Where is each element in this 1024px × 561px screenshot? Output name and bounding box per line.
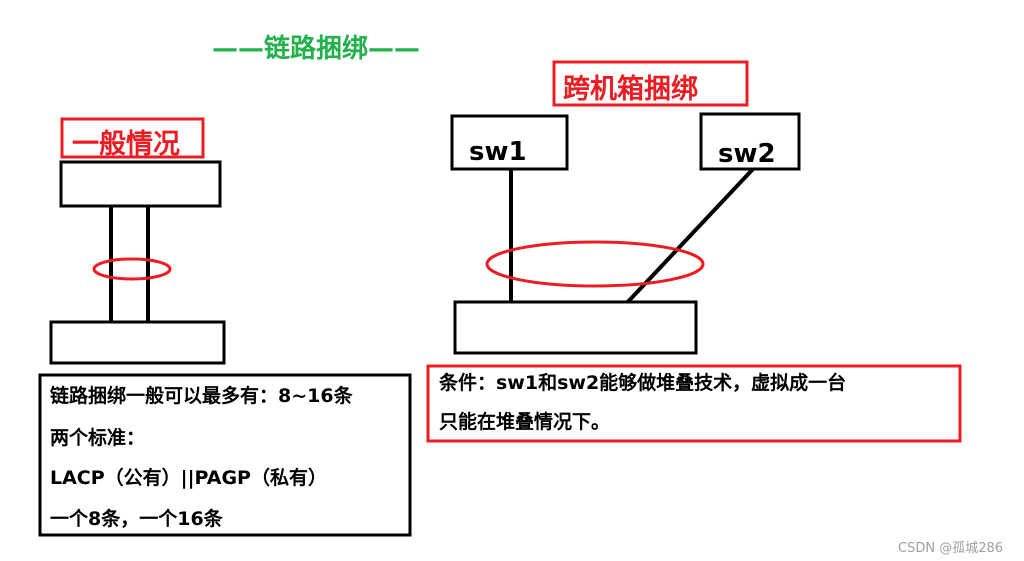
watermark: CSDN @孤城286 [898,541,1004,556]
right-note-line-2: 只能在堆叠情况下。 [439,411,611,433]
sw2-label: sw2 [718,139,776,169]
left-note-line-3: LACP（公有）||PAGP（私有） [50,467,327,489]
right-note-frame [426,364,962,443]
page-title: ——链路捆绑—— [212,34,421,64]
sw2-link [622,167,755,308]
left-note-line-4: 一个8条，一个16条 [50,508,223,530]
left-case-label: 一般情况 [72,129,180,160]
left-note-line-2: 两个标准： [50,427,146,449]
right-bottom-device [453,300,698,355]
right-bundle-ring [485,240,705,288]
sw1-label: sw1 [469,137,527,167]
right-case-label: 跨机箱捆绑 [563,74,698,105]
left-label-frame [60,117,205,159]
left-bottom-device [49,320,226,365]
left-top-device [59,160,222,208]
sw2-box [699,112,801,171]
left-note-frame [38,373,412,537]
right-note-line-1: 条件：sw1和sw2能够做堆叠技术，虚拟成一台 [439,372,847,394]
left-note-line-1: 链路捆绑一般可以最多有：8~16条 [50,385,353,407]
left-bundle-ring [92,257,172,281]
right-label-frame [552,60,749,107]
